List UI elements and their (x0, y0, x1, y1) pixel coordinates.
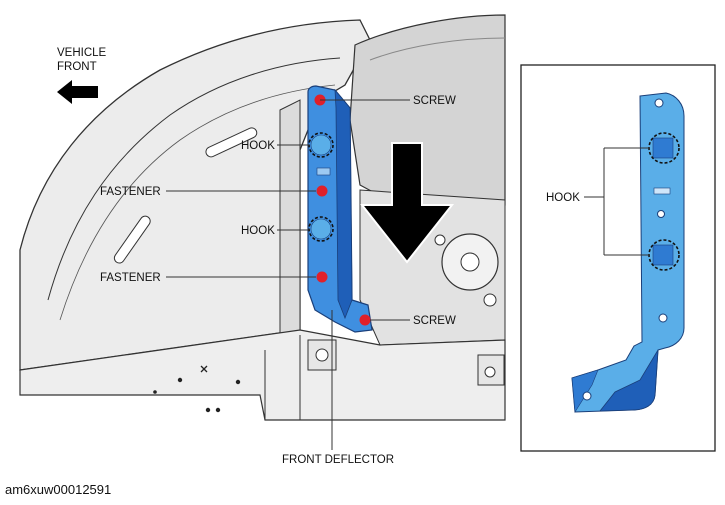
front-deflector-label: FRONT DEFLECTOR (282, 454, 394, 466)
hook-lower-marker (308, 216, 334, 242)
screw-bottom-label: SCREW (413, 315, 456, 327)
screw-bottom-marker (359, 314, 371, 326)
inset-hook-label: HOOK (546, 192, 580, 204)
image-code: am6xuw00012591 (5, 482, 112, 497)
fastener-upper-marker (316, 185, 328, 197)
vehicle-front-label-line1: VEHICLE (57, 47, 107, 59)
inset-panel: HOOK (520, 64, 716, 452)
arrow-left-icon (57, 80, 98, 104)
screw-top-label: SCREW (413, 95, 456, 107)
fastener-lower-marker (316, 271, 328, 283)
callout-lines (166, 99, 410, 450)
fastener-upper-label: FASTENER (100, 186, 161, 198)
vehicle-front-label-line2: FRONT (57, 61, 97, 73)
fastener-lower-label: FASTENER (100, 272, 161, 284)
hook-upper-label: HOOK (241, 140, 275, 152)
vehicle-body-illustration (19, 14, 506, 421)
arrow-down-icon (359, 142, 455, 264)
hook-lower-label: HOOK (241, 225, 275, 237)
